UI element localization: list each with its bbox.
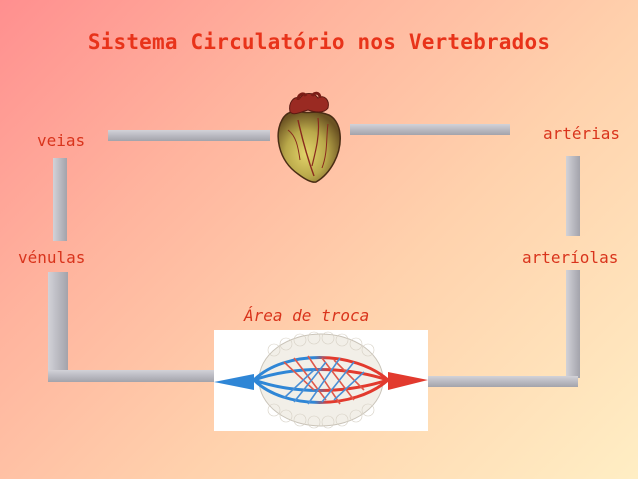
heart-icon	[277, 91, 341, 183]
pipe-bottom-right	[428, 376, 578, 387]
pipe-bottom-left	[48, 370, 216, 382]
label-venulas: vénulas	[18, 248, 86, 267]
capillary-bed-icon	[214, 330, 428, 431]
pipe-right-lower	[566, 270, 580, 378]
pipe-veins-top	[108, 130, 270, 141]
pipe-left-upper	[53, 158, 67, 241]
label-area-troca: Área de troca	[244, 306, 370, 325]
pipe-left-lower	[48, 272, 68, 382]
label-arterias: artérias	[543, 124, 621, 143]
label-arteriolas: arteríolas	[522, 248, 619, 267]
page-title: Sistema Circulatório nos Vertebrados	[87, 30, 551, 54]
pipe-right-upper	[566, 156, 580, 236]
pipe-arteries-top	[350, 124, 510, 135]
label-veias: veias	[37, 131, 86, 150]
